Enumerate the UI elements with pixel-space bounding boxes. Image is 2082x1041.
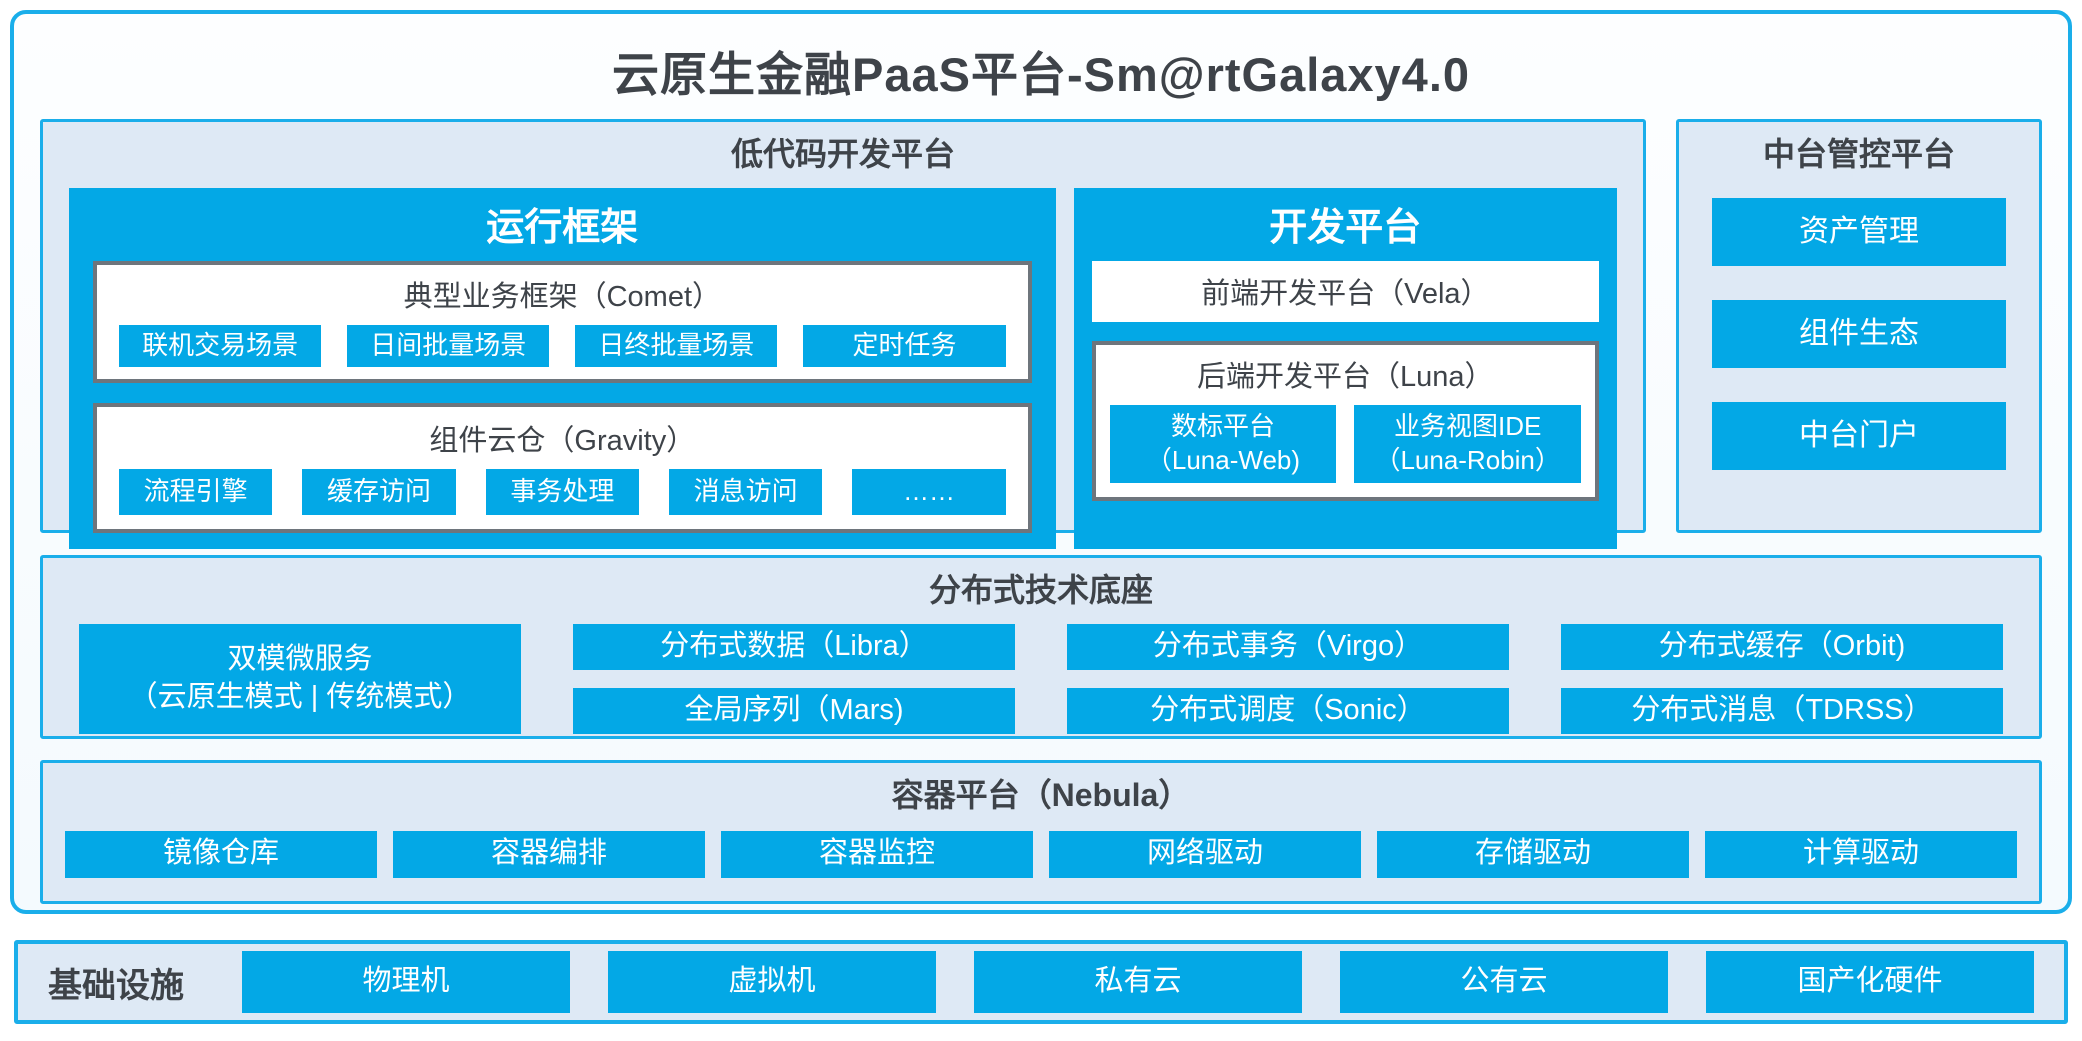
mid-platform-panel: 中台管控平台 资产管理组件生态中台门户 [1676,119,2042,533]
gravity-items: 流程引擎缓存访问事务处理消息访问 …… [119,468,1006,515]
dev-platform-title: 开发平台 [1269,206,1422,249]
container-platform-item: 容器编排 [393,830,705,878]
distributed-item: 分布式事务（Virgo） [1067,623,1509,670]
item-line1: 数标平台 [1170,410,1275,441]
container-platform-item: 计算驱动 [1705,830,2017,878]
lowcode-panel: 低代码开发平台 运行框架 典型业务框架（Comet） 联机交易场景日间批量场景日… [40,119,1646,549]
comet-item: 定时任务 [803,324,1006,367]
luna-box: 后端开发平台（Luna） 数标平台（Luna-Web)业务视图IDE（Luna-… [1091,340,1599,501]
platform-frame: 云原生金融PaaS平台-Sm@rtGalaxy4.0 低代码开发平台 运行框架 … [10,10,2072,914]
comet-item: 日终批量场景 [575,324,778,367]
infrastructure-items: 物理机虚拟机私有云公有云国产化硬件 [242,951,2034,1013]
infrastructure-item: 公有云 [1340,951,1668,1013]
infrastructure-item: 虚拟机 [608,951,936,1013]
mid-platform-title: 中台管控平台 [1762,136,1955,172]
comet-item: 联机交易场景 [119,324,322,367]
comet-title: 典型业务框架（Comet） [403,280,722,313]
luna-items: 数标平台（Luna-Web)业务视图IDE（Luna-Robin） [1109,404,1581,483]
comet-box: 典型业务框架（Comet） 联机交易场景日间批量场景日终批量场景定时任务 [93,260,1032,383]
distributed-item: 分布式数据（Libra） [573,623,1015,670]
luna-title: 后端开发平台（Luna） [1197,360,1494,393]
item-line1: 业务视图IDE [1393,410,1542,441]
container-platform-item: 存储驱动 [1377,830,1689,878]
item-line2: （Luna-Robin） [1374,444,1561,475]
container-platform-item: 网络驱动 [1049,830,1361,878]
container-platform-item: 镜像仓库 [65,830,377,878]
gravity-item: …… [852,468,1006,515]
gravity-item: 事务处理 [485,468,639,515]
vela-box: 前端开发平台（Vela） [1091,260,1599,322]
top-row: 低代码开发平台 运行框架 典型业务框架（Comet） 联机交易场景日间批量场景日… [40,119,2042,549]
mid-platform-items: 资产管理组件生态中台门户 [1679,176,2039,470]
infrastructure-item: 物理机 [242,951,570,1013]
mid-platform-item: 中台门户 [1712,401,2006,470]
container-platform-panel: 容器平台（Nebula） 镜像仓库容器编排容器监控网络驱动存储驱动计算驱动 [40,760,2042,904]
lowcode-body: 运行框架 典型业务框架（Comet） 联机交易场景日间批量场景日终批量场景定时任… [43,176,1643,565]
luna-item: 业务视图IDE（Luna-Robin） [1354,404,1581,483]
distributed-item: 分布式缓存（Orbit) [1561,623,2003,670]
comet-items: 联机交易场景日间批量场景日终批量场景定时任务 [119,324,1006,367]
container-platform-item: 容器监控 [721,830,1033,878]
distributed-grid: 双模微服务 （云原生模式 | 传统模式） 分布式数据（Libra） 分布式事务（V… [43,612,2039,734]
lowcode-panel-title: 低代码开发平台 [730,136,955,172]
dev-platform-panel: 开发平台 前端开发平台（Vela） 后端开发平台（Luna） 数标平台（Luna… [1073,187,1617,549]
comet-item: 日间批量场景 [347,324,550,367]
luna-item: 数标平台（Luna-Web) [1109,404,1337,483]
dual-mode-line1: 双模微服务 [227,642,373,675]
distributed-base-panel: 分布式技术底座 双模微服务 （云原生模式 | 传统模式） 分布式数据（Libra… [40,555,2042,739]
infrastructure-bar: 基础设施 物理机虚拟机私有云公有云国产化硬件 [14,940,2068,1024]
distributed-item: 分布式消息（TDRSS） [1561,687,2003,734]
gravity-box: 组件云仓（Gravity） 流程引擎缓存访问事务处理消息访问 …… [93,402,1032,533]
gravity-item: 缓存访问 [302,468,456,515]
runtime-framework-title: 运行框架 [486,206,639,249]
container-platform-items: 镜像仓库容器编排容器监控网络驱动存储驱动计算驱动 [43,817,2039,878]
page-title: 云原生金融PaaS平台-Sm@rtGalaxy4.0 [611,48,1471,101]
distributed-item: 全局序列（Mars) [573,687,1015,734]
runtime-framework-panel: 运行框架 典型业务框架（Comet） 联机交易场景日间批量场景日终批量场景定时任… [69,187,1056,549]
gravity-item: 消息访问 [668,468,823,515]
infrastructure-title: 基础设施 [48,966,184,1005]
mid-platform-item: 资产管理 [1712,197,2006,266]
mid-platform-item: 组件生态 [1712,299,2006,368]
dual-mode-microservice-box: 双模微服务 （云原生模式 | 传统模式） [79,623,521,734]
infrastructure-item: 国产化硬件 [1706,951,2034,1013]
gravity-item: 流程引擎 [119,468,273,515]
container-platform-title: 容器平台（Nebula） [891,777,1191,813]
dual-mode-line2: （云原生模式 | 传统模式） [128,680,472,713]
infrastructure-item: 私有云 [974,951,1302,1013]
distributed-base-title: 分布式技术底座 [928,572,1153,608]
item-line2: （Luna-Web) [1145,444,1301,475]
gravity-title: 组件云仓（Gravity） [429,424,696,457]
distributed-item: 分布式调度（Sonic） [1067,687,1509,734]
